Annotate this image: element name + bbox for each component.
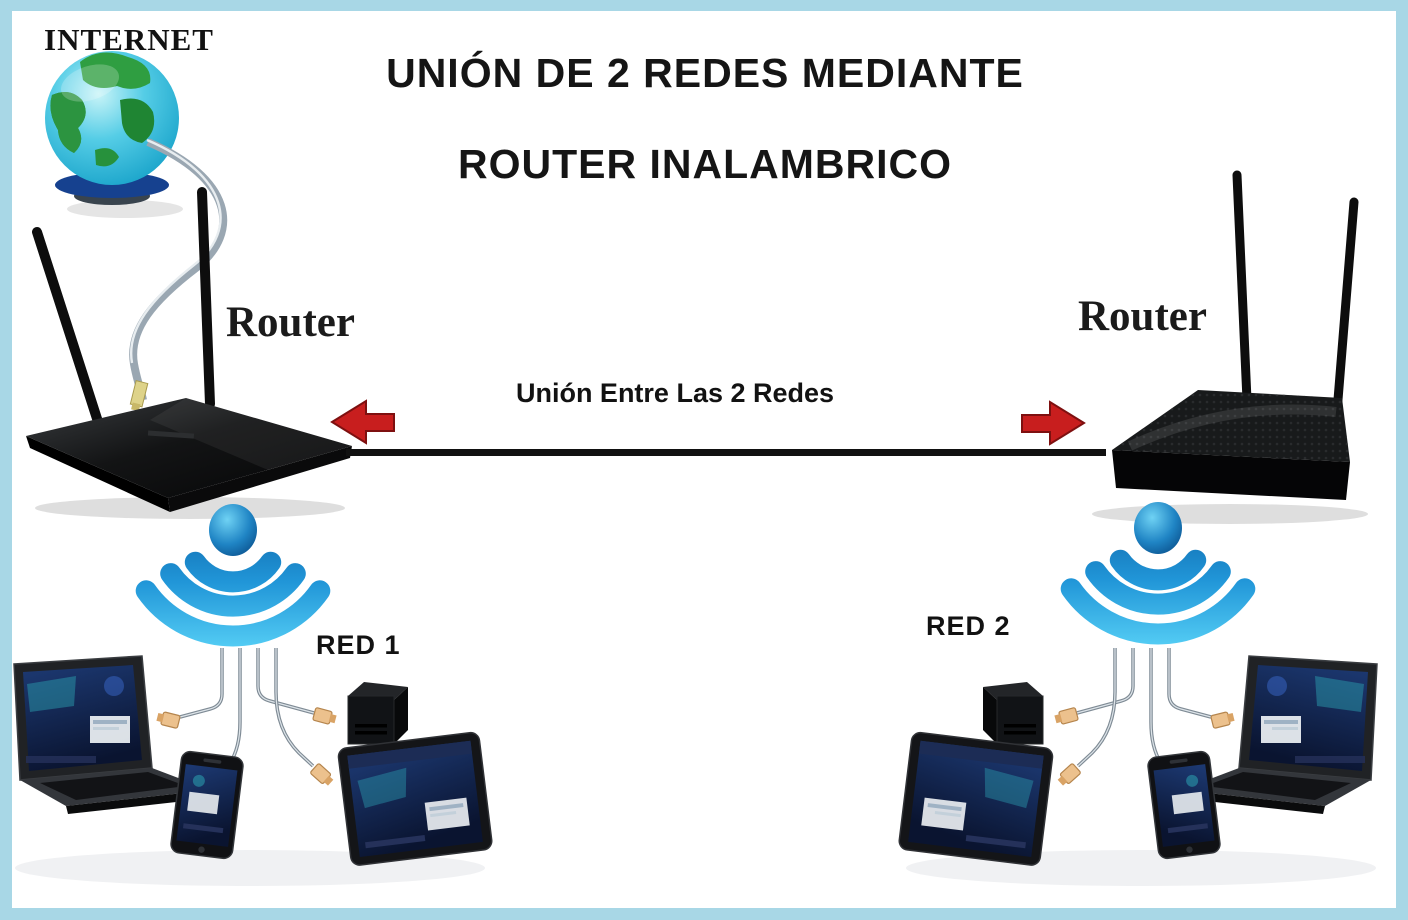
internet-label: INTERNET	[44, 22, 214, 57]
title-line-2: ROUTER INALAMBRICO	[457, 141, 953, 187]
arrow-right-icon	[1021, 400, 1086, 446]
left-router-label: Router	[226, 299, 355, 346]
right-router-label: Router	[1078, 293, 1207, 340]
device-cluster-red2	[898, 648, 1377, 886]
right-router-illustration	[1092, 170, 1368, 524]
device-cluster-red1	[14, 648, 493, 886]
wifi-signal-icon-red1	[146, 504, 320, 636]
network2-label: RED 2	[926, 611, 1011, 641]
link-label: Unión Entre Las 2 Redes	[515, 378, 835, 408]
arrow-left-icon	[330, 399, 395, 445]
left-router-illustration	[26, 187, 352, 519]
network1-label: RED 1	[316, 630, 401, 660]
title-line-1: UNIÓN DE 2 REDES MEDIANTE	[386, 50, 1024, 96]
link-line	[346, 449, 1106, 456]
internet-cable	[129, 138, 228, 412]
globe-icon	[45, 51, 183, 218]
